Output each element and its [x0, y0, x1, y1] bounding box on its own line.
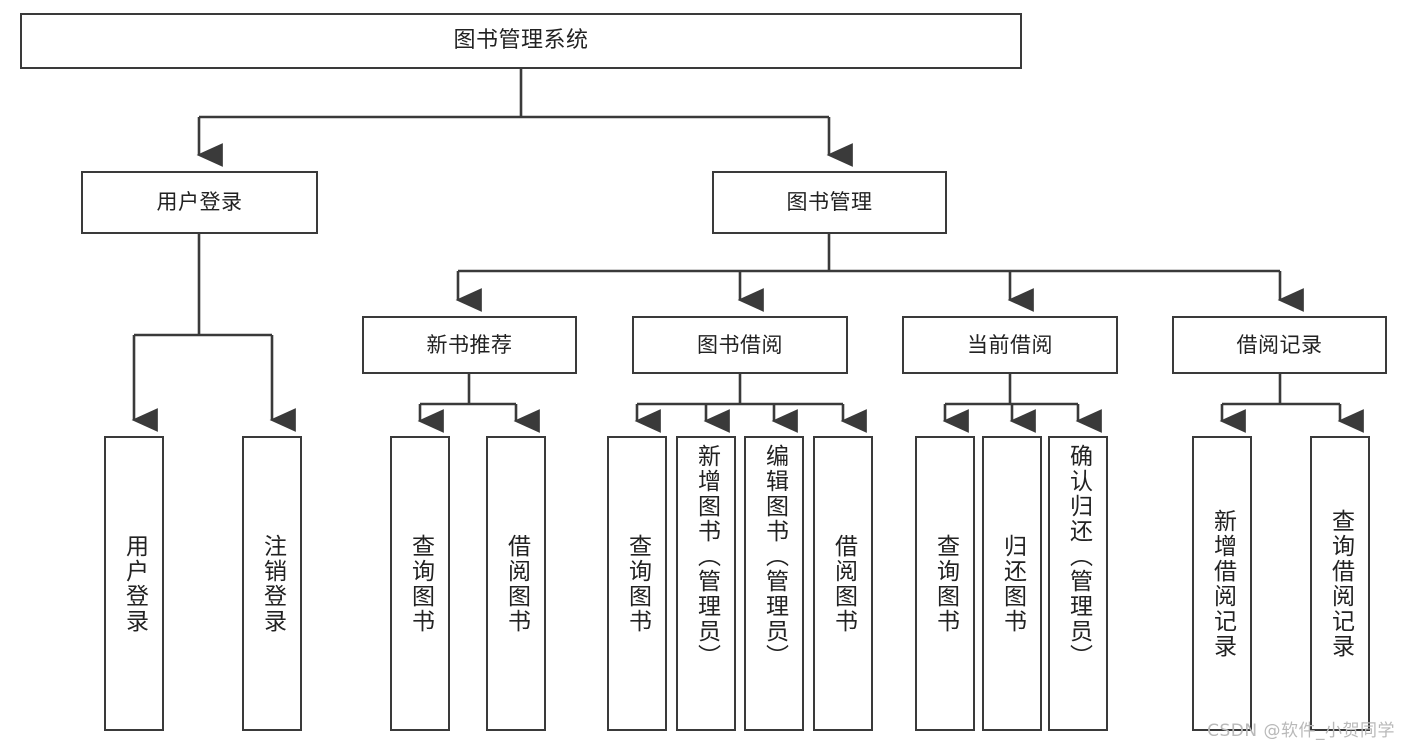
- node-label: 借阅记录: [1236, 332, 1323, 357]
- node-root-system[interactable]: 图书管理系统: [20, 13, 1022, 69]
- node-label: 当前借阅: [967, 332, 1053, 357]
- node-label: 用户登录: [156, 190, 243, 215]
- node-current-borrow[interactable]: 当前借阅: [902, 316, 1118, 374]
- node-label: 新书推荐: [426, 332, 513, 357]
- node-label: 新增图书（管理员）: [693, 444, 720, 669]
- node-leaf-borrow-book-2[interactable]: 借阅图书: [813, 436, 873, 731]
- node-leaf-query-record[interactable]: 查询借阅记录: [1310, 436, 1370, 731]
- node-book-borrow[interactable]: 图书借阅: [632, 316, 848, 374]
- node-book-management[interactable]: 图书管理: [712, 171, 947, 234]
- node-label: 借阅图书: [830, 533, 857, 634]
- node-leaf-query-book-3[interactable]: 查询图书: [915, 436, 975, 731]
- node-label: 确认归还（管理员）: [1065, 444, 1092, 669]
- node-leaf-edit-book[interactable]: 编辑图书（管理员）: [744, 436, 804, 731]
- node-borrow-record[interactable]: 借阅记录: [1172, 316, 1387, 374]
- node-leaf-query-book-2[interactable]: 查询图书: [607, 436, 667, 731]
- node-leaf-confirm-return[interactable]: 确认归还（管理员）: [1048, 436, 1108, 731]
- node-label: 查询借阅记录: [1327, 508, 1354, 659]
- node-leaf-return-book[interactable]: 归还图书: [982, 436, 1042, 731]
- node-label: 借阅图书: [503, 533, 530, 634]
- node-leaf-query-book-1[interactable]: 查询图书: [390, 436, 450, 731]
- node-label: 归还图书: [999, 533, 1026, 634]
- node-label: 用户登录: [121, 533, 148, 634]
- node-new-book-recommend[interactable]: 新书推荐: [362, 316, 577, 374]
- node-label: 新增借阅记录: [1209, 508, 1236, 659]
- node-label: 查询图书: [407, 533, 434, 634]
- node-leaf-add-record[interactable]: 新增借阅记录: [1192, 436, 1252, 731]
- node-label: 注销登录: [259, 533, 286, 634]
- node-label: 编辑图书（管理员）: [761, 444, 788, 669]
- node-user-login[interactable]: 用户登录: [81, 171, 318, 234]
- csdn-watermark: CSDN @软件_小贺同学: [1207, 721, 1395, 741]
- node-label: 图书管理系统: [453, 28, 589, 54]
- node-label: 图书借阅: [697, 332, 783, 357]
- node-label: 图书管理: [786, 190, 873, 215]
- node-label: 查询图书: [932, 533, 959, 634]
- node-label: 查询图书: [624, 533, 651, 634]
- node-leaf-user-login[interactable]: 用户登录: [104, 436, 164, 731]
- node-leaf-borrow-book-1[interactable]: 借阅图书: [486, 436, 546, 731]
- node-leaf-logout[interactable]: 注销登录: [242, 436, 302, 731]
- node-leaf-add-book[interactable]: 新增图书（管理员）: [676, 436, 736, 731]
